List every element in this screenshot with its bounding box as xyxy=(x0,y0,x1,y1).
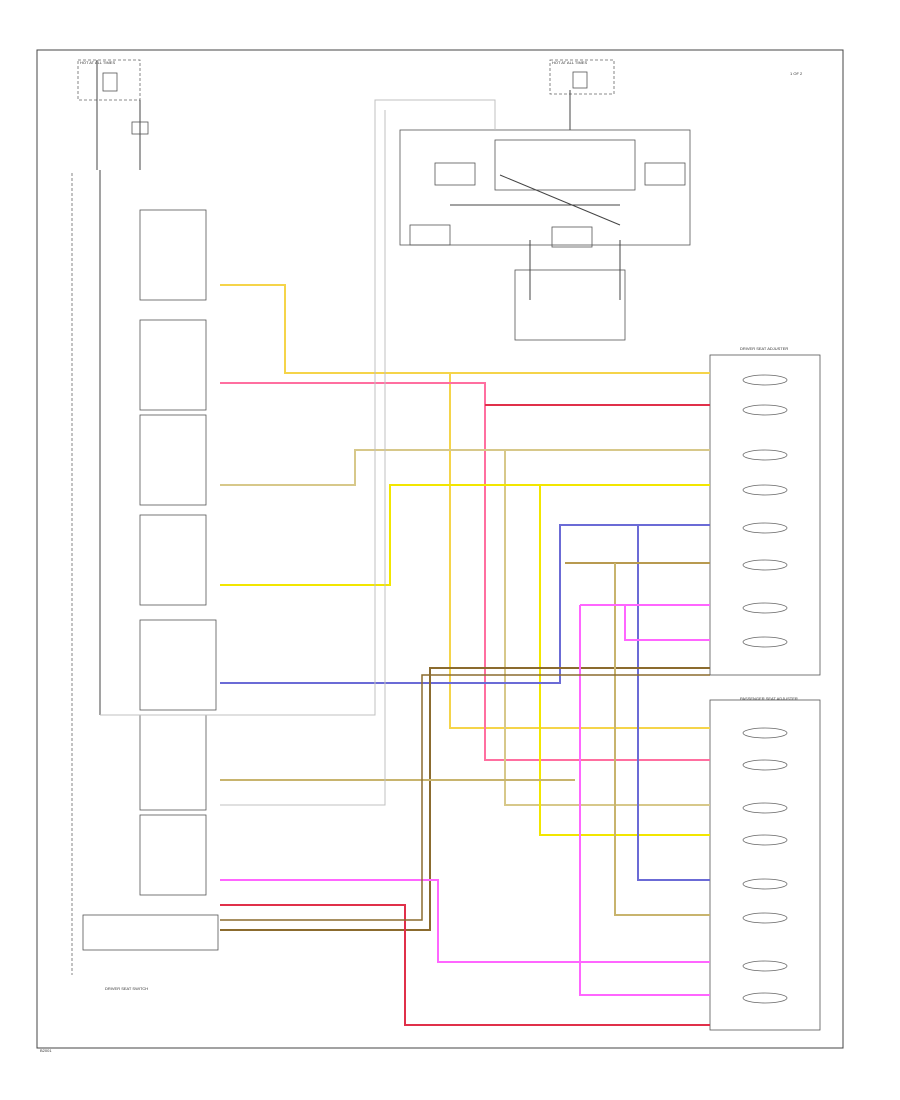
wire-runs xyxy=(100,99,710,1026)
diagram-frame xyxy=(36,49,844,1049)
driver-seat-switch: DRIVER SEAT SWITCH xyxy=(71,170,219,991)
right-fuse-label: HOT AT ALL TIMES xyxy=(552,60,587,65)
right-fuse-block: HOT AT ALL TIMES 1 OF 2 xyxy=(549,59,803,130)
driver-adjuster: DRIVER SEAT ADJUSTER xyxy=(709,346,821,676)
left-fuse-label: HOT AT ALL TIMES xyxy=(80,60,115,65)
driver-adjuster-label: DRIVER SEAT ADJUSTER xyxy=(740,346,788,351)
footer-code: B2001 xyxy=(40,1048,52,1053)
page-note: 1 OF 2 xyxy=(790,71,803,76)
left-fuse-block: HOT AT ALL TIMES xyxy=(77,59,149,170)
motor-symbols xyxy=(742,374,788,1004)
passenger-adjuster-label: PASSENGER SEAT ADJUSTER xyxy=(740,696,798,701)
driver-switch-label: DRIVER SEAT SWITCH xyxy=(105,986,148,991)
memory-module xyxy=(399,129,691,341)
passenger-adjuster: PASSENGER SEAT ADJUSTER xyxy=(709,696,821,1031)
